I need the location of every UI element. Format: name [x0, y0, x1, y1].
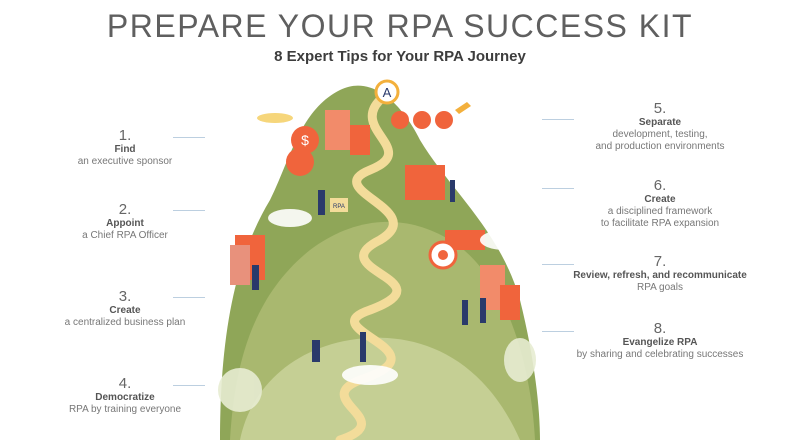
tip-heading: Separate — [638, 117, 682, 128]
tip-text: by sharing and celebrating successes — [576, 349, 744, 360]
icons-row: A $ — [286, 79, 471, 176]
bulb-icon — [391, 111, 409, 129]
tip-text: RPA by training everyone — [68, 404, 182, 415]
tip-4: 4. Democratize RPA by training everyone — [5, 375, 245, 416]
people — [252, 180, 486, 362]
framework-board — [405, 165, 445, 200]
dollar-symbol: $ — [301, 132, 309, 148]
target — [428, 240, 458, 270]
tip-6: 6. Create a disciplined framework to fac… — [540, 177, 780, 230]
rpa-sign-text: RPA — [333, 204, 345, 210]
tip-2: 2. Appoint a Chief RPA Officer — [5, 201, 245, 242]
yellow-cloud — [257, 113, 293, 123]
automation-badge-icon — [374, 79, 400, 105]
tip-heading: Democratize — [95, 392, 155, 403]
tip-heading: Review, refresh, and recommunicate — [573, 270, 747, 281]
tip-number: 8. — [653, 320, 667, 337]
tip-number: 4. — [118, 375, 132, 392]
tip-8: 8. Evangelize RPA by sharing and celebra… — [540, 320, 780, 361]
tip-text: RPA goals — [637, 282, 683, 293]
drone-icon — [455, 102, 471, 114]
tip-text: a Chief RPA Officer — [82, 230, 168, 241]
tip-7: 7. Review, refresh, and recommunicate RP… — [540, 253, 780, 294]
tip-text: a disciplined framework — [607, 206, 713, 217]
connector-line — [173, 210, 205, 211]
tip-number: 2. — [118, 201, 132, 218]
tip-text: a centralized business plan — [64, 317, 186, 328]
connector-line — [173, 385, 205, 386]
rpa-sign — [330, 198, 348, 212]
connector-line — [542, 119, 574, 120]
tip-text: development, testing, — [612, 129, 708, 140]
connector-line — [542, 188, 574, 189]
tip-heading: Create — [109, 305, 141, 316]
tip-1: 1. Find an executive sponsor — [5, 127, 245, 168]
connector-line — [173, 137, 205, 138]
tip-text: an executive sponsor — [77, 156, 173, 167]
tip-number: 5. — [653, 100, 667, 117]
page-subtitle: 8 Expert Tips for Your RPA Journey — [274, 48, 526, 65]
tip-number: 6. — [653, 177, 667, 194]
clouds — [218, 209, 536, 412]
tip-text: and production environments — [595, 141, 725, 152]
page-title: PREPARE YOUR RPA SUCCESS KIT — [106, 8, 694, 44]
tip-number: 7. — [653, 253, 667, 270]
winding-path — [335, 95, 402, 440]
flowchart-icon — [435, 111, 453, 129]
badge-letter: A — [383, 85, 392, 100]
checklist-icon — [413, 111, 431, 129]
tip-heading: Create — [644, 194, 676, 205]
tip-text: to facilitate RPA expansion — [600, 218, 720, 229]
tip-heading: Find — [114, 144, 136, 155]
tip-heading: Evangelize RPA — [622, 337, 698, 348]
connector-line — [542, 331, 574, 332]
tip-heading: Appoint — [106, 218, 144, 229]
tip-number: 1. — [118, 127, 132, 144]
handshake-icon — [286, 148, 314, 176]
tip-3: 3. Create a centralized business plan — [5, 288, 245, 329]
dollar-icon — [291, 126, 319, 154]
mountain-front — [240, 337, 520, 440]
connector-line — [542, 264, 574, 265]
tip-number: 3. — [118, 288, 132, 305]
tip-5: 5. Separate development, testing, and pr… — [540, 100, 780, 153]
mountain-illustration: A $ RPA — [218, 79, 540, 440]
buildings — [230, 110, 520, 320]
connector-line — [173, 297, 205, 298]
